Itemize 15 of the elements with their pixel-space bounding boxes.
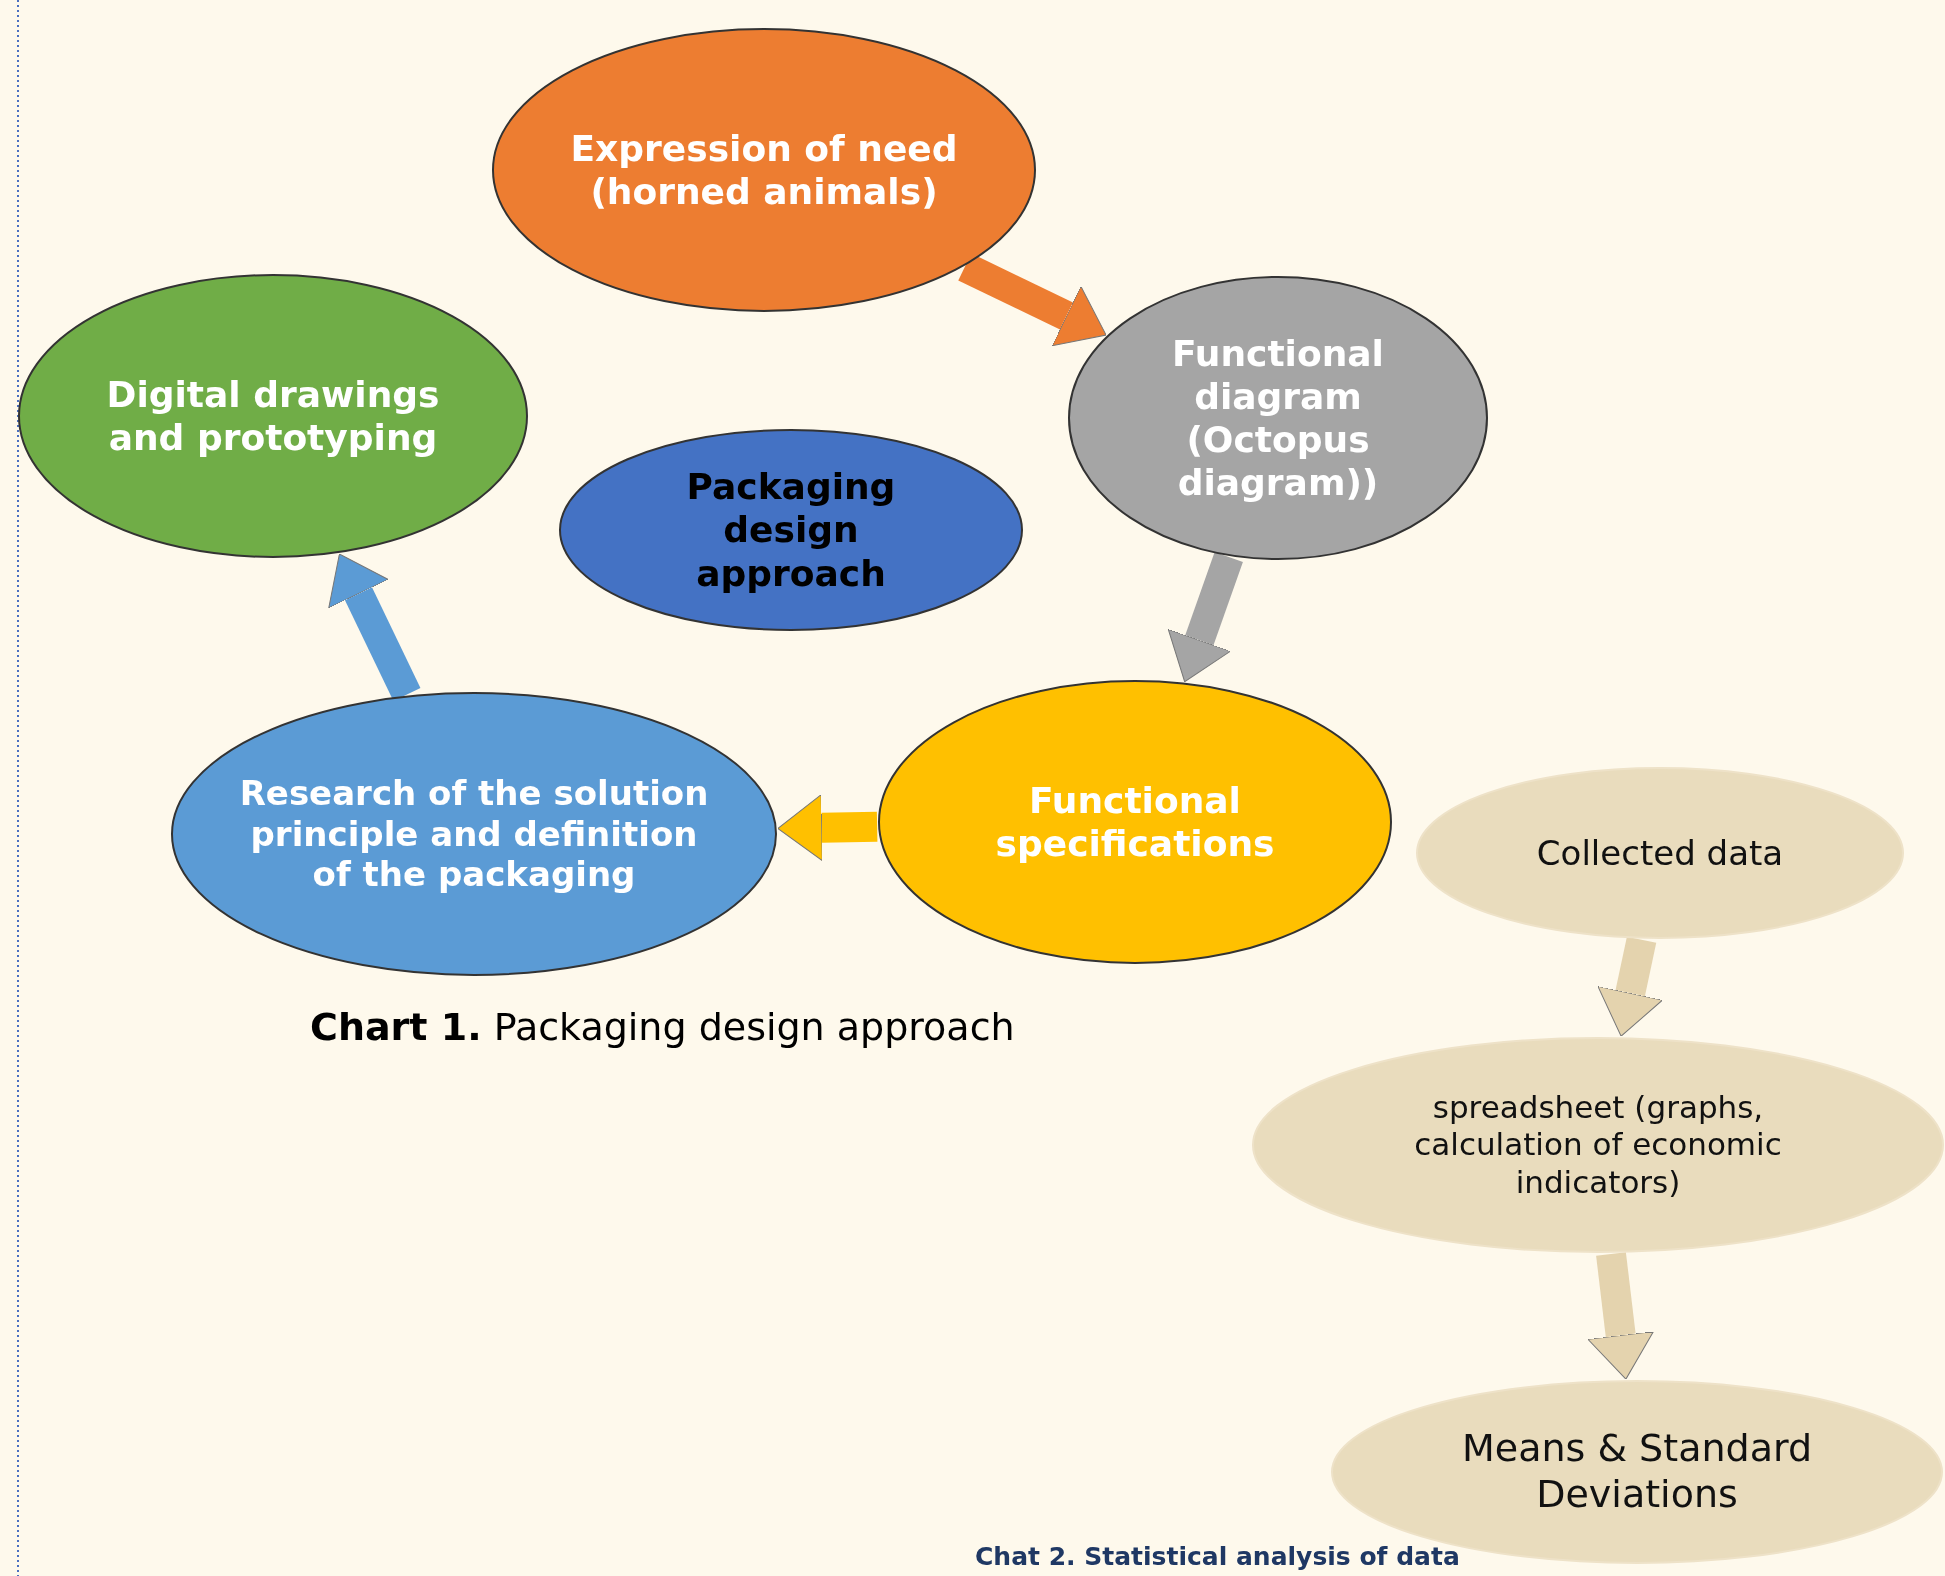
node-text: Expression of need (horned animals) xyxy=(569,126,959,214)
block-arrow xyxy=(777,794,878,862)
caption: Chart 1. Packaging design approach xyxy=(310,1005,1015,1049)
chart-caption: Chat 2. Statistical analysis of data xyxy=(975,1542,1460,1571)
node-text: Functional specifications xyxy=(994,778,1276,866)
node-text: Research of the solution principle and definition of the packaging xyxy=(239,772,709,896)
node-text: Collected data xyxy=(1535,832,1785,874)
block-arrow xyxy=(1587,1252,1654,1380)
node-text: spreadsheet (graphs, calculation of economic indicators) xyxy=(1413,1089,1783,1201)
block-arrow xyxy=(1167,552,1243,683)
node-text: Means & Standard Deviations xyxy=(1461,1426,1813,1518)
node-text: Packaging design approach xyxy=(685,465,897,595)
node-text: Digital drawings and prototyping xyxy=(105,372,441,460)
block-arrow xyxy=(1597,936,1663,1037)
node-text: Functional diagram (Octopus diagram)) xyxy=(1171,331,1385,505)
